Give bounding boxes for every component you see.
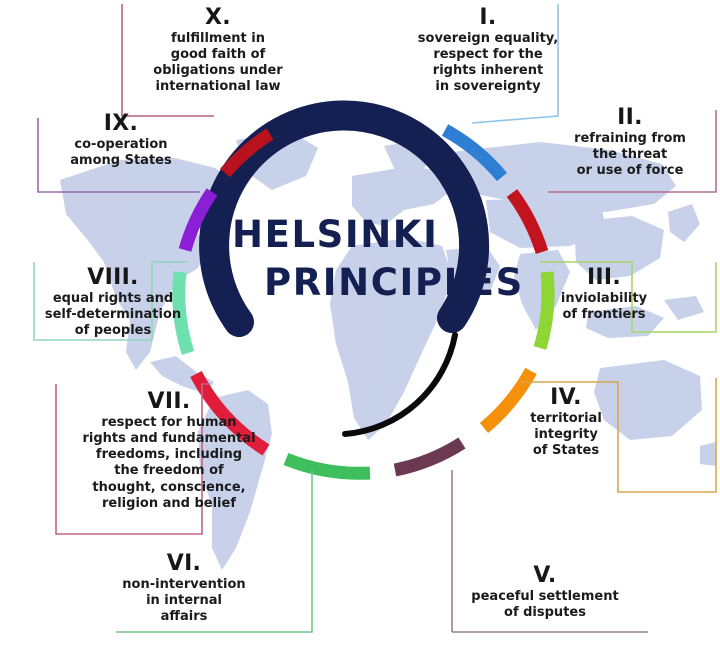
callout-x-text: fulfillment in good faith of obligations… bbox=[153, 31, 283, 95]
callout-vii[interactable]: VII. respect for human rights and fundam… bbox=[60, 390, 278, 512]
callout-vi-numeral: VI. bbox=[166, 551, 202, 576]
callout-iii-text: inviolability of frontiers bbox=[560, 291, 648, 323]
callout-iv-text: territorial integrity of States bbox=[530, 411, 602, 459]
callout-v-text: peaceful settlement of disputes bbox=[471, 589, 619, 621]
callout-v[interactable]: V. peaceful settlement of disputes bbox=[436, 564, 654, 621]
callout-ii-numeral: II. bbox=[617, 105, 643, 130]
callout-iv[interactable]: IV. territorial integrity of States bbox=[498, 386, 634, 459]
callout-ix-numeral: IX. bbox=[103, 111, 139, 136]
callout-i-text: sovereign equality, respect for the righ… bbox=[417, 31, 559, 95]
callout-ix[interactable]: IX. co-operation among States bbox=[42, 112, 200, 169]
callout-iv-numeral: IV. bbox=[550, 385, 582, 410]
callout-x[interactable]: X. fulfillment in good faith of obligati… bbox=[128, 6, 308, 96]
callout-ii[interactable]: II. refraining from the threat or use of… bbox=[546, 106, 714, 179]
callout-iii-numeral: III. bbox=[586, 265, 622, 290]
center-title: HELSINKI PRINCIPLES bbox=[232, 213, 524, 304]
segment-arc-ix bbox=[178, 188, 218, 252]
segment-arc-v bbox=[393, 437, 466, 477]
callout-v-numeral: V. bbox=[533, 563, 557, 588]
callout-x-numeral: X. bbox=[205, 5, 231, 30]
callout-viii[interactable]: VIII. equal rights and self-determinatio… bbox=[28, 266, 198, 339]
segment-arc-vi bbox=[283, 452, 371, 480]
callout-vii-numeral: VII. bbox=[147, 389, 191, 414]
segment-arc-i bbox=[441, 124, 508, 182]
inner-black-arc bbox=[342, 332, 458, 437]
segment-arc-x bbox=[220, 128, 274, 178]
callout-i-numeral: I. bbox=[479, 5, 497, 30]
callout-i[interactable]: I. sovereign equality, respect for the r… bbox=[396, 6, 580, 96]
callout-iii[interactable]: III. inviolability of frontiers bbox=[524, 266, 684, 323]
callout-ii-text: refraining from the threat or use of for… bbox=[574, 131, 686, 179]
segment-arc-ii bbox=[506, 189, 549, 255]
callout-vi-text: non-intervention in internal affairs bbox=[122, 577, 246, 625]
callout-viii-text: equal rights and self-determination of p… bbox=[44, 291, 182, 339]
callout-vi[interactable]: VI. non-intervention in internal affairs bbox=[86, 552, 282, 625]
callout-vii-text: respect for human rights and fundamental… bbox=[82, 415, 256, 511]
title-line-1: HELSINKI bbox=[232, 213, 439, 256]
callout-viii-numeral: VIII. bbox=[87, 265, 139, 290]
title-line-2: PRINCIPLES bbox=[264, 260, 524, 304]
callout-ix-text: co-operation among States bbox=[70, 137, 172, 169]
